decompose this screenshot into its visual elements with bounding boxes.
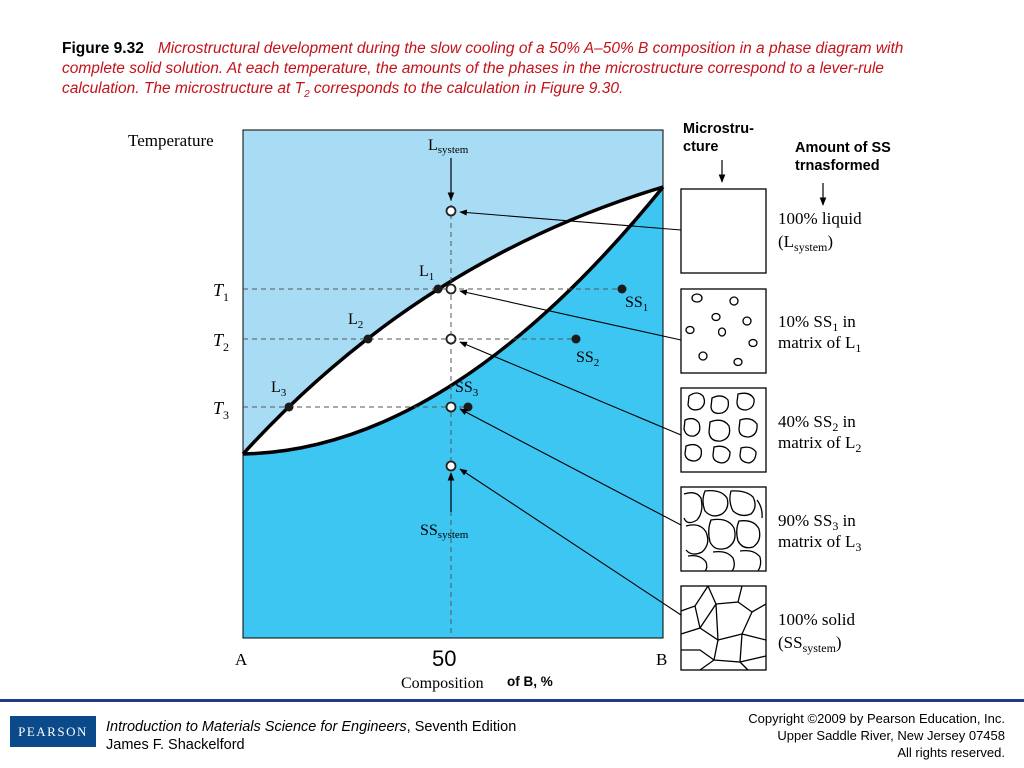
- y-axis-label: Temperature: [128, 131, 214, 150]
- micro-label-3b: matrix of L2: [778, 433, 861, 455]
- micro-label-5a: 100% solid: [778, 610, 855, 629]
- grains-40-percent: [683, 392, 758, 464]
- diagram-frame: [242, 129, 664, 639]
- point-ss2: [571, 334, 581, 344]
- microstructure-boxes: [680, 188, 767, 671]
- l-system-label: Lsystem: [428, 137, 469, 156]
- pearson-logo: PEARSON: [10, 716, 96, 747]
- grains-100-percent: [680, 585, 767, 671]
- point-l1: [433, 284, 443, 294]
- amount-header: Amount of SS trnasformed: [795, 140, 891, 174]
- open-point-solid: [445, 460, 457, 472]
- microstructure-arrows: [459, 209, 682, 616]
- t3-label: T3: [213, 398, 229, 422]
- solid-region: [243, 187, 663, 638]
- open-point-t2: [445, 333, 457, 345]
- composition-points: [445, 205, 457, 472]
- micro-label-4a: 90% SS3 in: [778, 511, 856, 533]
- ss2-label: SS2: [576, 349, 599, 369]
- ss1-label: SS1: [625, 294, 648, 314]
- book-info: Introduction to Materials Science for En…: [106, 718, 516, 754]
- micro-box-90: [680, 486, 767, 572]
- book-edition: , Seventh Edition: [406, 719, 517, 735]
- book-title: Introduction to Materials Science for En…: [106, 719, 407, 735]
- grains-10-percent: [685, 293, 758, 367]
- l3-label: L3: [271, 379, 287, 399]
- micro-label-1a: 100% liquid: [778, 209, 862, 228]
- dashed-guides: [243, 196, 622, 637]
- x-marker-50: 50: [432, 646, 456, 671]
- point-l2: [363, 334, 373, 344]
- figure-number: Figure 9.32: [62, 40, 144, 57]
- micro-label-4b: matrix of L3: [778, 532, 861, 554]
- ss-system-label: SSsystem: [420, 522, 469, 541]
- point-l3: [284, 402, 294, 412]
- x-right-label: B: [656, 650, 667, 669]
- footer-rule: [0, 699, 1024, 702]
- micro-label-2b: matrix of L1: [778, 333, 861, 355]
- two-phase-region: [243, 187, 663, 454]
- ss3-label: SS3: [455, 379, 479, 399]
- micro-box-solid: [680, 585, 767, 671]
- copyright: Copyright ©2009 by Pearson Education, In…: [748, 711, 1005, 760]
- micro-box-10: [680, 288, 767, 374]
- grains-90-percent: [683, 490, 763, 572]
- microstructure-labels: 100% liquid (Lsystem) 10% SS1 in matrix …: [778, 209, 862, 655]
- book-author: James F. Shackelford: [106, 737, 245, 753]
- l1-label: L1: [419, 263, 434, 283]
- microstructure-header: Microstru-cture: [683, 121, 754, 155]
- open-point-liquid: [445, 205, 457, 217]
- x-axis-label-overlay: of B, %: [507, 674, 553, 689]
- micro-label-2a: 10% SS1 in: [778, 312, 856, 334]
- micro-label-3a: 40% SS2 in: [778, 412, 856, 434]
- open-point-t3: [445, 401, 457, 413]
- temperature-labels: T1 T2 T3: [213, 280, 229, 422]
- micro-box-40: [680, 387, 767, 473]
- point-ss3: [463, 402, 473, 412]
- t2-label: T2: [213, 330, 229, 354]
- open-point-t1: [445, 283, 457, 295]
- point-labels: Lsystem SSsystem L1 L2 L3 SS1 SS2 SS3: [271, 137, 648, 541]
- micro-box-liquid: [680, 188, 767, 274]
- micro-label-5b: (SSsystem): [778, 633, 842, 655]
- point-ss1: [617, 284, 627, 294]
- caption-text: Microstructural development during the s…: [62, 40, 904, 101]
- l2-label: L2: [348, 311, 363, 331]
- micro-label-1b: (Lsystem): [778, 232, 833, 254]
- x-axis-label: Composition: [401, 675, 484, 692]
- x-left-label: A: [235, 650, 248, 669]
- t1-label: T1: [213, 280, 229, 304]
